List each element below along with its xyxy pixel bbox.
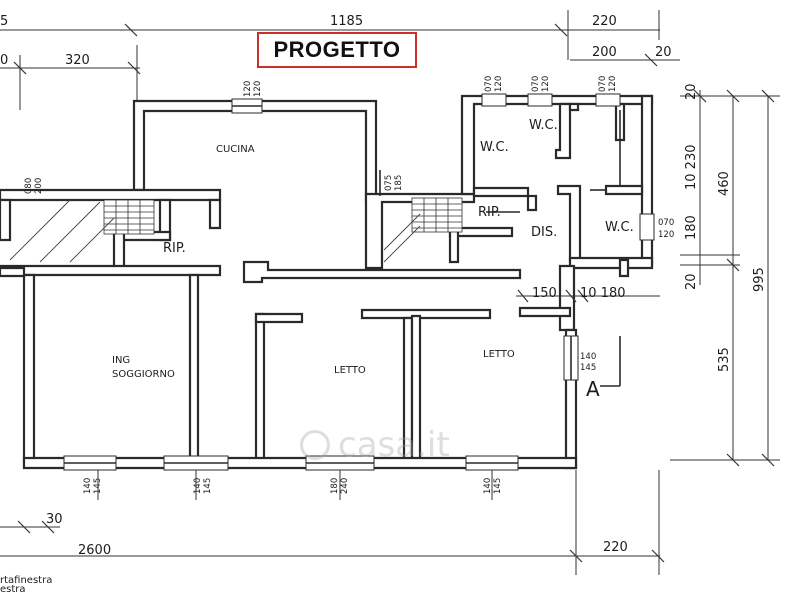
project-title: PROGETTO — [257, 32, 417, 68]
door-marks — [379, 110, 621, 387]
svg-text:140: 140 — [483, 478, 493, 494]
svg-text:080: 080 — [24, 178, 34, 194]
svg-text:140: 140 — [193, 478, 203, 494]
svg-text:185: 185 — [394, 175, 404, 191]
top-dimension-lines — [0, 10, 680, 110]
svg-text:140: 140 — [83, 478, 93, 494]
dim-mid-10-180: 10 180 — [580, 286, 626, 301]
dim-side-20-bottom: 20 — [684, 273, 699, 290]
watermark-logo-icon — [300, 430, 330, 460]
walls — [0, 94, 654, 470]
room-wc-2: W.C. — [529, 118, 558, 133]
svg-text:070: 070 — [598, 76, 608, 92]
dim-top-right: 220 — [592, 14, 617, 29]
svg-text:200: 200 — [34, 178, 44, 194]
bottom-dimension-lines — [0, 470, 665, 575]
footer-note-1: rtafinestra — [0, 575, 52, 586]
hatch-center — [383, 213, 421, 263]
dim-top-20: 20 — [655, 45, 672, 60]
dim-side-10-230: 10 230 — [684, 145, 699, 191]
window-openings — [63, 93, 655, 471]
svg-text:075: 075 — [384, 175, 394, 191]
room-rip-center: RIP. — [478, 205, 501, 220]
stairs-left — [103, 199, 155, 235]
window-ticks — [97, 470, 493, 500]
room-wc-1: W.C. — [480, 140, 509, 155]
stairs-center — [411, 197, 463, 233]
svg-text:070: 070 — [484, 76, 494, 92]
dim-mid-150: 150 — [532, 286, 557, 301]
dim-side-20-top: 20 — [684, 83, 699, 100]
svg-text:070: 070 — [531, 76, 541, 92]
svg-text:120: 120 — [608, 76, 618, 92]
right-dimension-lines — [670, 89, 780, 467]
svg-text:145: 145 — [493, 478, 503, 494]
svg-text:070: 070 — [658, 218, 674, 228]
svg-text:145: 145 — [203, 478, 213, 494]
room-rip-left: RIP. — [163, 241, 186, 256]
watermark: casa.it — [300, 420, 540, 470]
dim-side-995: 995 — [752, 267, 767, 292]
dim-top-left-0: 0 — [0, 53, 8, 68]
svg-text:120: 120 — [494, 76, 504, 92]
room-dis: DIS. — [531, 225, 557, 240]
mid-dimension-lines — [516, 289, 660, 303]
hatch-left — [9, 199, 115, 263]
svg-text:120: 120 — [541, 76, 551, 92]
entrance-mark: A — [586, 377, 600, 401]
svg-text:240: 240 — [340, 478, 350, 494]
svg-text:145: 145 — [580, 363, 596, 373]
svg-text:120: 120 — [658, 230, 674, 240]
room-soggiorno: SOGGIORNO — [112, 369, 175, 380]
dim-bottom-2600: 2600 — [78, 543, 111, 558]
svg-text:180: 180 — [330, 478, 340, 494]
room-wc-3: W.C. — [605, 220, 634, 235]
svg-text:140: 140 — [580, 352, 596, 362]
room-letto-2: LETTO — [483, 349, 515, 360]
dim-top-left-partial: 5 — [0, 14, 8, 29]
dim-top-total: 1185 — [330, 14, 363, 29]
dim-bottom-220: 220 — [603, 540, 628, 555]
room-letto-1: LETTO — [334, 365, 366, 376]
dim-side-460: 460 — [717, 171, 732, 196]
room-cucina: CUCINA — [216, 144, 255, 155]
dim-top-320: 320 — [65, 53, 90, 68]
dim-side-180: 180 — [684, 215, 699, 240]
watermark-text: casa.it — [338, 425, 450, 465]
svg-text:120: 120 — [253, 81, 263, 97]
footer-note-2: estra — [0, 584, 26, 592]
svg-text:120: 120 — [243, 81, 253, 97]
dim-side-535: 535 — [717, 347, 732, 372]
dim-bottom-30: 30 — [46, 512, 63, 527]
dim-top-200: 200 — [592, 45, 617, 60]
room-ing: ING — [112, 355, 130, 366]
